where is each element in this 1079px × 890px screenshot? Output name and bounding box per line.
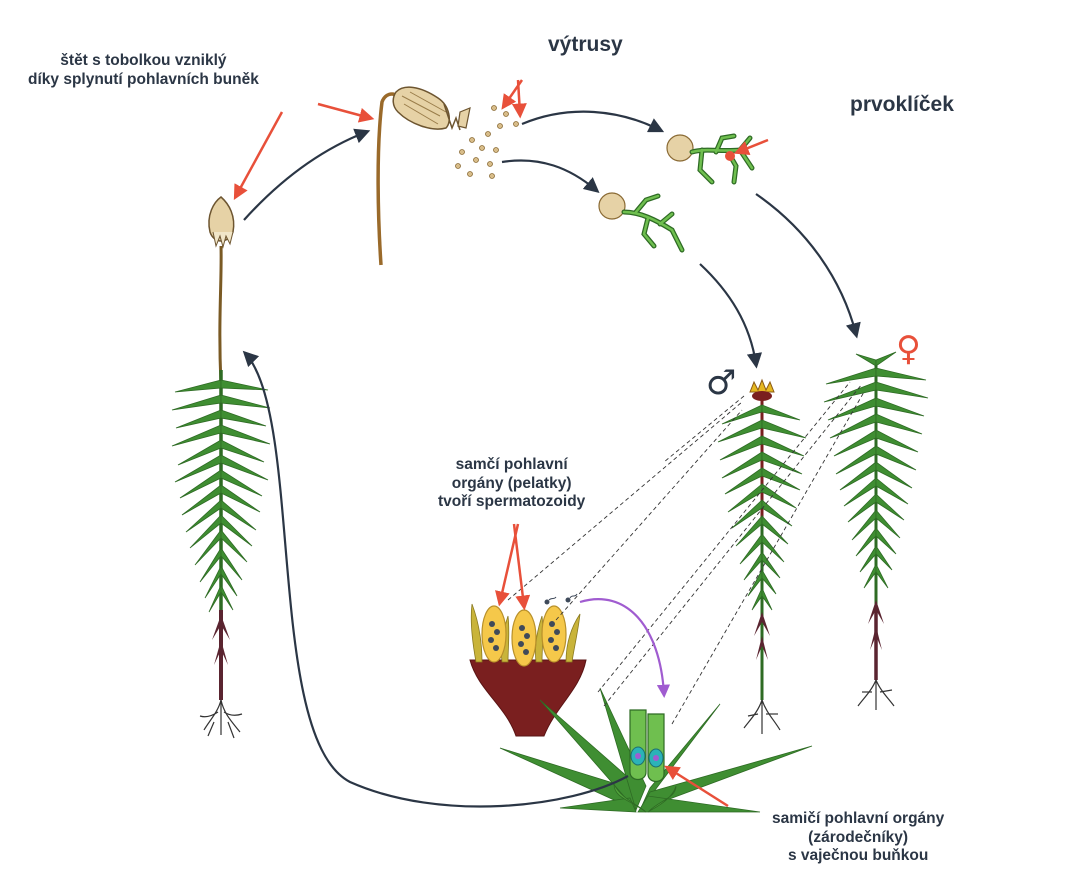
protonema-upper bbox=[666, 133, 755, 185]
pointer-to-protonema bbox=[733, 138, 769, 156]
pointer-to-spores-2 bbox=[511, 79, 527, 119]
pointer-to-young-capsule bbox=[233, 111, 284, 200]
pointer-to-archegonium bbox=[664, 765, 729, 808]
pointer-arrows bbox=[233, 79, 769, 808]
pointer-to-antheridium-2 bbox=[512, 523, 531, 611]
capsule-label: štět s tobolkou vzniklý díky splynutí po… bbox=[28, 52, 259, 89]
antheridia bbox=[481, 605, 567, 667]
arrow-protonema-to-female bbox=[755, 193, 861, 339]
mature-seta bbox=[376, 92, 399, 266]
germinating-spore bbox=[666, 134, 694, 162]
male-organs-label-line-2: orgány (pelatky) bbox=[451, 474, 572, 492]
germinating-spore-2 bbox=[598, 192, 626, 220]
arrow-spores-to-protonema-2 bbox=[501, 159, 600, 193]
female-organs-label-line-1: samičí pohlavní orgány bbox=[772, 810, 945, 827]
capsule-label-line-1: štět s tobolkou vzniklý bbox=[60, 52, 227, 69]
male-inflorescence bbox=[749, 378, 775, 393]
arrow-protonema-to-male bbox=[699, 263, 763, 369]
male-organs-label-line-1: samčí pohlavní bbox=[455, 456, 568, 473]
female-organs-label: samičí pohlavní orgány (zárodečníky) s v… bbox=[772, 810, 944, 866]
receptacle bbox=[469, 659, 587, 737]
female-organs-label-line-3: s vaječnou buňkou bbox=[787, 847, 929, 865]
female-organs-label-line-2: (zárodečníky) bbox=[808, 828, 909, 846]
detail-leader-lines bbox=[507, 381, 865, 725]
female-symbol: ♀ bbox=[896, 329, 921, 369]
arrow-zygote-to-sporophyte bbox=[242, 350, 629, 808]
spores-label: výtrusy bbox=[548, 33, 623, 56]
female-gametophyte bbox=[823, 351, 929, 710]
rhizoids bbox=[199, 699, 243, 739]
mature-capsule bbox=[376, 86, 471, 266]
male-symbol: ♂ bbox=[706, 363, 736, 403]
protonema-lower bbox=[598, 192, 685, 253]
bud bbox=[725, 151, 735, 161]
male-organs-label-line-3: tvoří spermatozoidy bbox=[438, 493, 586, 511]
sporophyte-plant bbox=[171, 196, 271, 739]
pointer-to-mature-capsule bbox=[317, 102, 375, 123]
arrow-sporophyte-to-capsule bbox=[243, 128, 371, 221]
antheridia-detail bbox=[469, 593, 587, 737]
archegonia-detail bbox=[499, 687, 813, 813]
male-gametophyte bbox=[717, 378, 807, 734]
capsule-body bbox=[392, 86, 451, 130]
operculum bbox=[457, 107, 471, 129]
protonema-label: prvoklíček bbox=[850, 93, 954, 116]
arrow-spores-to-protonema bbox=[521, 110, 665, 133]
seta bbox=[218, 245, 223, 386]
cycle-arrows bbox=[242, 110, 861, 808]
leaves bbox=[171, 379, 271, 613]
archegonia bbox=[629, 709, 665, 783]
male-organs-label: samčí pohlavní orgány (pelatky) tvoří sp… bbox=[438, 456, 585, 512]
spores bbox=[455, 105, 519, 179]
capsule-label-line-2: díky splynutí pohlavních buněk bbox=[28, 70, 259, 88]
spermatozoids bbox=[544, 593, 578, 605]
sperm-path-arrow bbox=[579, 598, 671, 698]
